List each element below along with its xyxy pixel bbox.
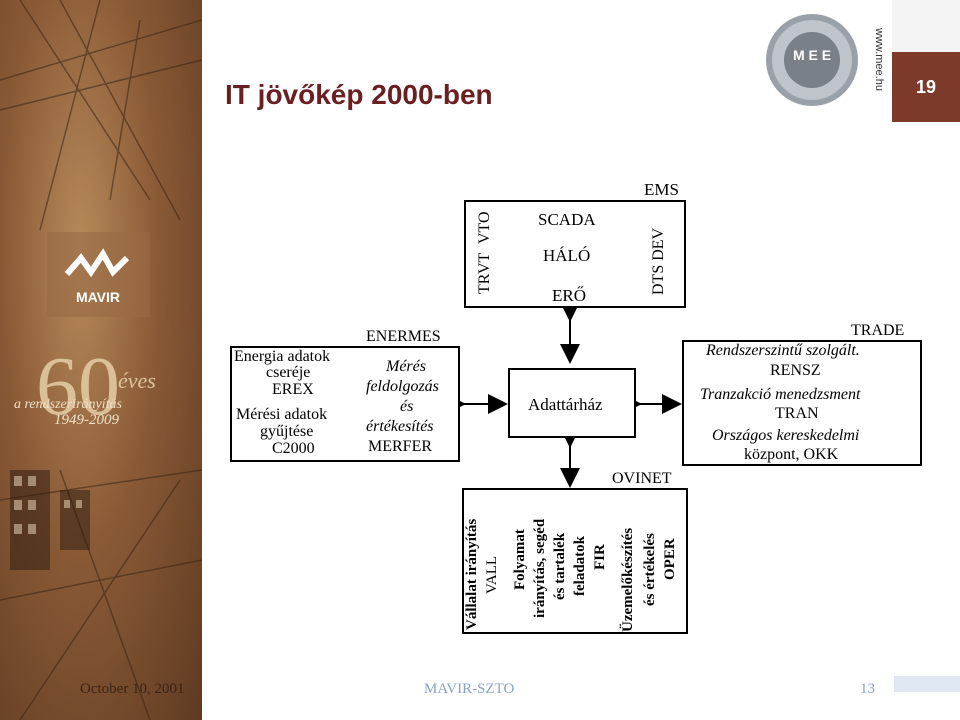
vallalat-label: Vállalat irányítás (464, 518, 480, 630)
uzemelo-label: Üzemelőkészítés (620, 527, 636, 632)
page-number: 19 (892, 52, 960, 122)
ero-label: ERŐ (552, 286, 586, 305)
adattarhaz-label: Adattárház (528, 395, 603, 414)
es-label: és (400, 398, 414, 415)
footer-slide-number: 13 (860, 681, 875, 697)
header-corner (892, 0, 960, 52)
scada-label: SCADA (538, 210, 596, 229)
orszagos-label: Országos kereskedelmi (712, 427, 860, 444)
kozpont-label: központ, OKK (744, 446, 839, 463)
rensz-label: RENSZ (770, 362, 821, 379)
vto-label: VTO (476, 211, 493, 244)
meres-label: Mérés (386, 358, 426, 375)
merfer-label: MERFER (368, 438, 433, 455)
ovinet-label: OVINET (612, 470, 672, 487)
slide-title: IT jövőkép 2000-ben (225, 79, 493, 110)
gyujtese-label: gyűjtése (260, 423, 314, 440)
energia-label: Energia adatok (234, 348, 331, 365)
anniversary-number: 60 (36, 340, 120, 433)
dts-label: DTS DEV (650, 227, 667, 295)
fir-label: FIR (592, 544, 608, 570)
tranzakcio-label: Tranzakció menedzsment (700, 386, 861, 403)
feldolgozas-label: feldolgozás (366, 378, 439, 395)
vall-label: VALL (484, 555, 500, 594)
tr-label: TR (476, 273, 493, 294)
footer-accent (894, 676, 960, 692)
ems-box (464, 200, 686, 308)
adattarhaz-box (508, 368, 636, 438)
anniversary-word: éves (118, 368, 156, 393)
mee-logo: M E E (762, 10, 862, 110)
csereje-label: cseréje (266, 364, 311, 381)
sidebar-background: MAVIR 60 éves a rendszerirányítás 1949-2… (0, 0, 202, 720)
footer-title: MAVIR-SZTO (424, 681, 515, 697)
iranyitas-label: irányítás, segéd (532, 518, 548, 618)
enermes-label: ENERMES (366, 328, 441, 345)
power-lines-illustration (0, 0, 202, 720)
footer-date: October 10, 2001 (80, 681, 185, 697)
folyamat-label: Folyamat (512, 529, 528, 590)
anniversary-tagline: a rendszerirányítás (14, 397, 122, 412)
oper-label: OPER (662, 538, 678, 580)
tartalek-label: és tartalék (552, 532, 568, 600)
feladatok-label: feladatok (572, 536, 588, 596)
trade-box (682, 340, 922, 466)
ertekeles-label: és értékelés (642, 533, 658, 606)
meresi-label: Mérési adatok (236, 406, 328, 423)
c2000-label: C2000 (272, 440, 315, 457)
ems-label: EMS (644, 180, 679, 199)
ovinet-box (462, 488, 688, 634)
mavir-logo: MAVIR (47, 232, 150, 317)
enermes-box (230, 346, 460, 462)
mavir-logo-text: MAVIR (76, 289, 120, 305)
erex-label: EREX (272, 381, 314, 398)
trade-label: TRADE (851, 322, 905, 339)
rendszer-label: Rendszerszintű szolgált. (706, 342, 860, 359)
anniversary-years: 1949-2009 (54, 412, 119, 428)
mee-logo-text: M E E (793, 47, 831, 63)
ertekesites-label: értékesítés (366, 418, 434, 435)
vt-label: VT (476, 252, 493, 274)
tran-label: TRAN (775, 405, 819, 422)
halo-label: HÁLÓ (543, 246, 591, 265)
